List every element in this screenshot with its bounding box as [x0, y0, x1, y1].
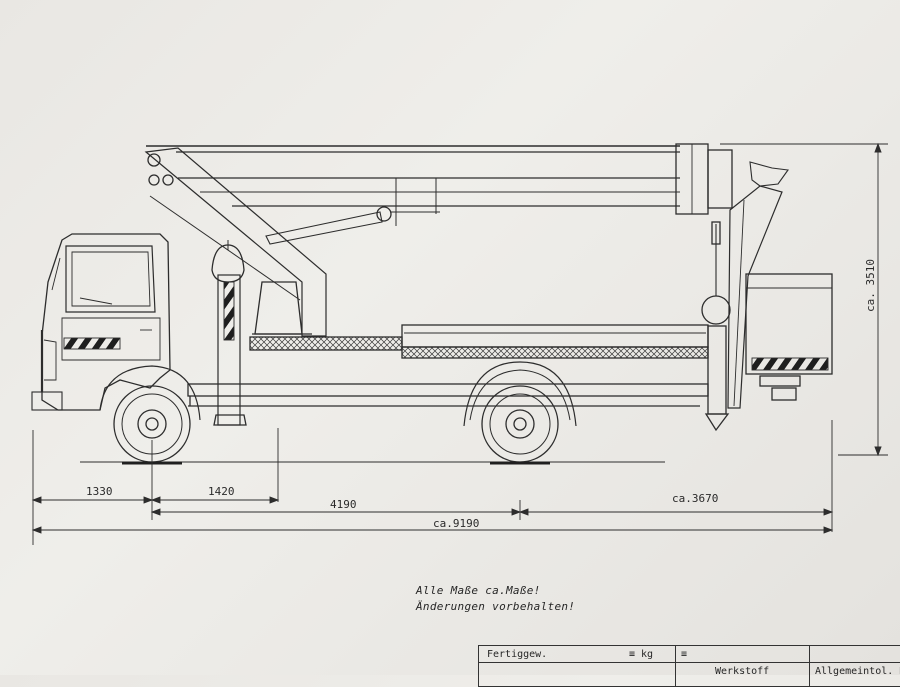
work-basket	[727, 185, 833, 409]
front-wheel	[99, 365, 201, 465]
dim-overall-height: ca. 3510	[864, 259, 877, 312]
tolerance-label: Allgemeintol. DIN	[815, 666, 900, 677]
dim-rear-overhang: ca.3670	[672, 492, 718, 505]
rear-outrigger	[701, 221, 731, 432]
note-changes-reserved: Änderungen vorbehalten!	[416, 600, 576, 613]
chassis-frame	[187, 383, 709, 407]
flatbed	[249, 324, 709, 359]
rear-wheel	[463, 361, 577, 465]
dim-front-axle-offset: 1420	[208, 485, 235, 498]
note-approx-dimensions: Alle Maße ca.Maße!	[416, 584, 541, 597]
dim-wheelbase: 4190	[330, 498, 357, 511]
dim-front-overhang: 1330	[86, 485, 113, 498]
truck-cab	[31, 233, 171, 411]
title-block: Fertiggew. ≡ kg ≡ Werkstoff Allgemeintol…	[478, 645, 900, 687]
weight-label: Fertiggew.	[487, 649, 548, 660]
dimension-lines	[31, 142, 888, 545]
front-outrigger	[211, 240, 247, 426]
dim-overall-length: ca.9190	[433, 517, 479, 530]
lower-boom	[144, 147, 440, 337]
material-label: Werkstoff	[715, 666, 770, 677]
upper-boom	[146, 143, 789, 215]
weight-unit: ≡ kg	[629, 649, 654, 660]
turret	[252, 281, 312, 335]
title-block-mark: ≡	[681, 649, 688, 660]
